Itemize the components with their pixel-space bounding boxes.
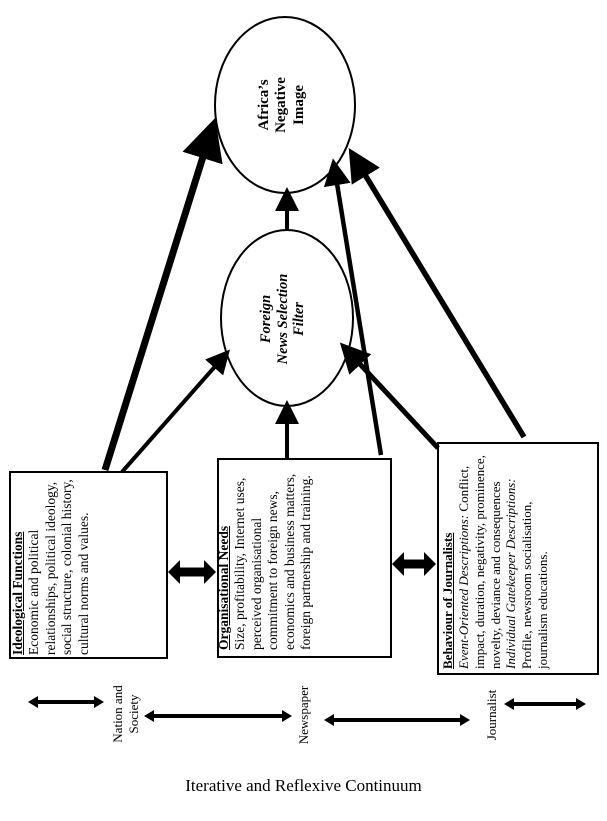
double-arrow-organisational-journalists [392,552,436,576]
ideological-text: Ideological Functions Economic and polit… [10,475,166,655]
gatekeeper-body: Profile, newsroom socialisation, journal… [519,501,551,669]
organisational-heading: Organisational Needs [216,525,231,650]
continuum-nation-label: Nation and Society [110,685,141,743]
gatekeeper-label: Individual Gatekeeper Descriptions: [503,478,519,669]
arrow-journalists-to-filter [339,342,440,450]
journalists-heading: Behaviour of Journalists [440,532,455,669]
continuum-arrow-1 [28,696,104,708]
news-filter-label: Foreign News Selection Filter [258,273,308,365]
continuum-newspaper-label: Newspaper [296,685,311,745]
organisational-text: Organisational Needs Size, profitability… [216,466,392,650]
continuum-arrow-4 [504,698,586,710]
journalists-text: Behaviour of Journalists Event-Oriented … [440,447,596,669]
continuum-arrow-2 [144,710,292,722]
journalists-box [437,442,599,675]
arrow-ideological-to-filter [120,349,230,474]
ideological-box [9,471,168,659]
continuum-journalist-label: Journalist [484,689,499,741]
ideological-body: Economic and political relationships, po… [26,479,91,655]
organisational-body: Size, profitability, Internet uses, perc… [232,473,314,650]
continuum-caption: Iterative and Reflexive Continuum [185,776,422,795]
double-arrow-ideological-organisational [168,560,216,584]
event-oriented-label: Event-Oriented Descriptions: [455,511,471,669]
africa-image-label: Africa’s Negative Image [256,77,307,133]
ideological-heading: Ideological Functions [10,531,25,655]
organisational-box [217,458,392,658]
continuum-arrow-3 [324,714,470,726]
arrow-organisational-to-image [323,158,384,456]
arrow-journalists-to-image [348,147,527,439]
arrow-ideological-to-image [101,117,223,472]
